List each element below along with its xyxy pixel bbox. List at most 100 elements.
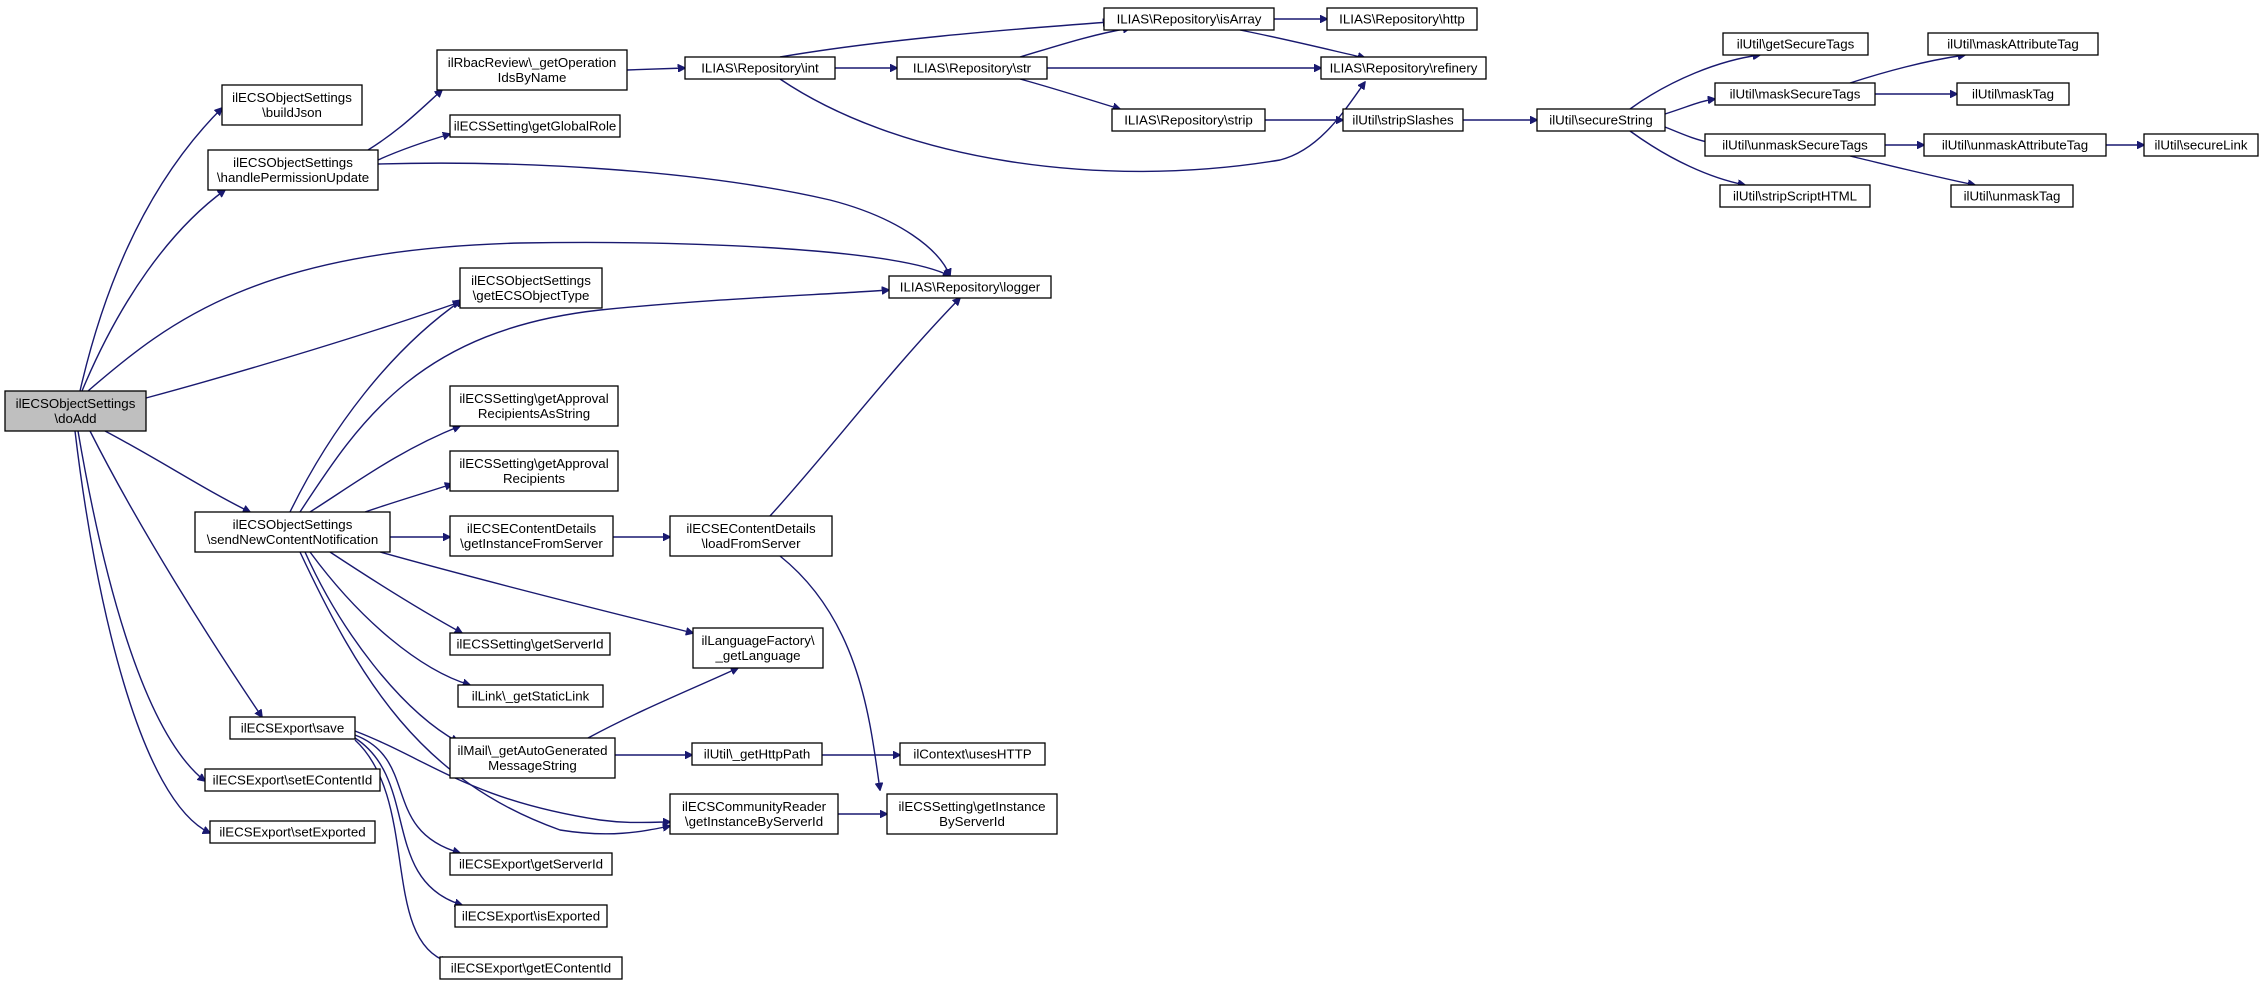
edge-save-to-getServerIdExport [354,734,460,853]
edge-loadFromServer-to-logger [769,298,960,517]
node-handlePerm[interactable]: ilECSObjectSettings\handlePermissionUpda… [207,149,379,191]
edge-sendNew-to-getLanguage [379,551,693,633]
node-save[interactable]: ilECSExport\save [229,716,356,740]
node-sendNew[interactable]: ilECSObjectSettings\sendNewContentNotifi… [194,511,391,553]
node-getApprovalStr[interactable]: ilECSSetting\getApprovalRecipientsAsStri… [449,385,619,427]
node-label: \sendNewContentNotification [207,532,378,547]
node-isArray[interactable]: ILIAS\Repository\isArray [1103,7,1275,31]
node-label: ilECSCommunityReader [682,799,827,814]
node-label: ilLanguageFactory\ [701,633,814,648]
node-getLanguage[interactable]: ilLanguageFactory\_getLanguage [692,627,824,669]
node-box [886,793,1058,835]
node-stripSlashes[interactable]: ilUtil\stripSlashes [1342,108,1464,132]
node-box [691,742,823,766]
node-getServerIdSetting[interactable]: ilECSSetting\getServerId [449,632,611,656]
node-buildJson[interactable]: ilECSObjectSettings\buildJson [221,84,363,126]
node-label: ilECSObjectSettings [471,273,591,288]
node-getInstanceFromServer[interactable]: ilECSEContentDetails\getInstanceFromServ… [449,515,614,557]
edge-save-to-isExported [354,737,462,905]
node-box [1536,108,1666,132]
node-box [449,385,619,427]
node-loadFromServer[interactable]: ilECSEContentDetails\loadFromServer [669,515,833,557]
node-maskSecureTags[interactable]: ilUtil\maskSecureTags [1714,82,1876,106]
edges [74,19,2144,962]
node-setExported[interactable]: ilECSExport\setExported [209,820,376,844]
node-label: ilECSExport\isExported [462,909,600,924]
edge-doAdd-to-save [89,430,262,717]
node-label: ilUtil\secureString [1549,113,1652,128]
node-label: ilRbacReview\_getOperation [448,55,617,70]
node-box [1320,56,1487,80]
node-label: ilECSEContentDetails [686,521,816,536]
node-label: ilECSSetting\getGlobalRole [454,119,617,134]
edge-doAdd-to-setExported [74,430,210,833]
node-isExported[interactable]: ilECSExport\isExported [454,904,608,928]
node-label: ilECSObjectSettings [16,396,136,411]
node-box [1956,82,2070,106]
nodes: ilECSObjectSettings\doAddilECSObjectSett… [4,7,2259,980]
node-label: ilECSSetting\getApproval [459,456,608,471]
node-secureString[interactable]: ilUtil\secureString [1536,108,1666,132]
node-box [692,627,824,669]
node-unmaskAttributeTag[interactable]: ilUtil\unmaskAttributeTag [1923,133,2107,157]
node-http[interactable]: ILIAS\Repository\http [1326,7,1478,31]
node-label: ByServerId [939,814,1005,829]
node-label: ilMail\_getAutoGenerated [457,743,607,758]
node-getGlobalRole[interactable]: ilECSSetting\getGlobalRole [449,114,621,138]
node-box [1326,7,1478,31]
node-box [449,450,619,492]
edge-handlePerm-to-getGlobalRole [377,134,450,161]
edge-mail-to-getLanguage [587,668,738,739]
node-label: RecipientsAsString [478,406,590,421]
node-maskTag[interactable]: ilUtil\maskTag [1956,82,2070,106]
node-settingInstance[interactable]: ilECSSetting\getInstanceByServerId [886,793,1058,835]
node-logger[interactable]: ILIAS\Repository\logger [888,275,1052,299]
node-doAdd[interactable]: ilECSObjectSettings\doAdd [4,390,147,432]
node-label: ilUtil\maskAttributeTag [1947,37,2079,52]
node-getSecureTags[interactable]: ilUtil\getSecureTags [1722,32,1869,56]
node-box [1714,82,1876,106]
edge-doAdd-to-logger [87,241,950,392]
node-label: ilECSSetting\getServerId [456,637,603,652]
node-label: ilUtil\secureLink [2154,138,2247,153]
edge-sendNew-to-getECSObjectType [289,300,462,513]
node-getStaticLink[interactable]: ilLink\_getStaticLink [457,684,604,708]
node-box [1950,184,2074,208]
node-label: ILIAS\Repository\int [701,61,819,76]
node-getEContentId[interactable]: ilECSExport\getEContentId [439,956,623,980]
node-box [1103,7,1275,31]
node-label: ILIAS\Repository\str [913,61,1032,76]
edge-sendNew-to-logger [299,290,889,513]
node-unmaskTag[interactable]: ilUtil\unmaskTag [1950,184,2074,208]
node-secureLink[interactable]: ilUtil\secureLink [2143,133,2259,157]
node-getServerIdExport[interactable]: ilECSExport\getServerId [449,852,613,876]
node-box [669,515,833,557]
node-label: \getECSObjectType [473,288,590,303]
node-box [221,84,363,126]
node-unmaskSecureTags[interactable]: ilUtil\unmaskSecureTags [1704,133,1886,157]
node-box [1719,184,1871,208]
edge-unmaskSecureTags-to-unmaskTag [1849,155,1975,185]
node-label: MessageString [488,758,577,773]
node-communityReader[interactable]: ilECSCommunityReader\getInstanceByServer… [669,793,839,835]
node-int[interactable]: ILIAS\Repository\int [684,56,836,80]
node-strip[interactable]: ILIAS\Repository\strip [1111,108,1266,132]
node-maskAttributeTag[interactable]: ilUtil\maskAttributeTag [1927,32,2099,56]
node-setEContentId[interactable]: ilECSExport\setEContentId [204,768,381,792]
node-label: ilUtil\maskSecureTags [1730,87,1861,102]
node-getHttpPath[interactable]: ilUtil\_getHttpPath [691,742,823,766]
edge-loadFromServer-to-settingInstance [779,555,880,790]
node-usesHTTP[interactable]: ilContext\usesHTTP [899,742,1046,766]
node-refinery[interactable]: ILIAS\Repository\refinery [1320,56,1487,80]
node-stripScriptHTML[interactable]: ilUtil\stripScriptHTML [1719,184,1871,208]
node-label: ilECSEContentDetails [467,521,597,536]
edge-doAdd-to-handlePerm [81,190,225,392]
node-getECSObjectType[interactable]: ilECSObjectSettings\getECSObjectType [459,267,603,309]
node-box [449,515,614,557]
node-str[interactable]: ILIAS\Repository\str [896,56,1048,80]
node-label: \loadFromServer [701,536,801,551]
node-box [4,390,147,432]
